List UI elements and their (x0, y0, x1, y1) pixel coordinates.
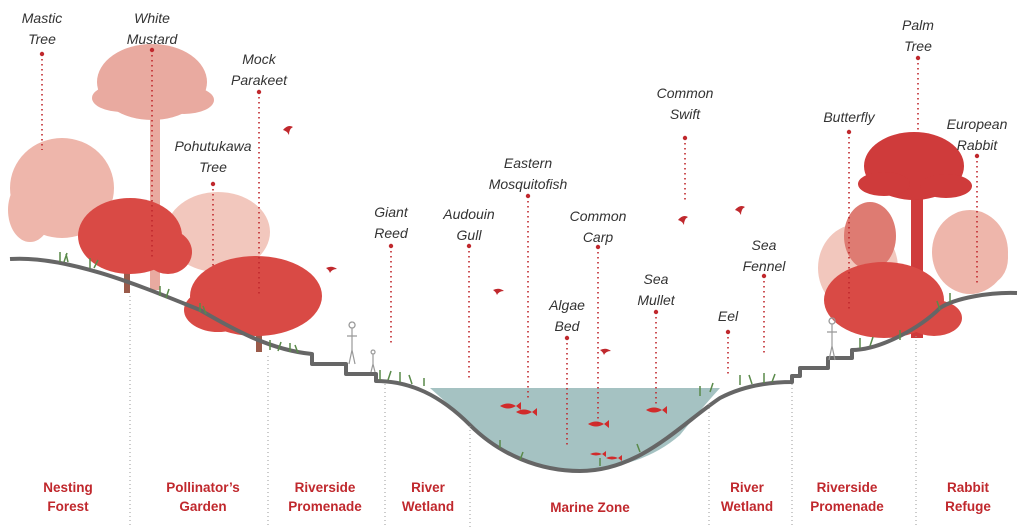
zone-label-riverside-promenade-right: Riverside Promenade (810, 480, 884, 514)
bird-icon (326, 266, 337, 273)
leader-dot (761, 273, 767, 279)
birds (283, 126, 745, 355)
fish-icon (588, 420, 609, 428)
species-label-common-swift: Common Swift (656, 85, 714, 122)
leader-dot (682, 135, 688, 141)
palm-fronds (858, 172, 910, 196)
bird-icon (600, 348, 611, 355)
grass-tuft (59, 252, 99, 269)
species-label-audouin-gull: Audouin Gull (443, 206, 495, 243)
fish-icon (646, 406, 667, 414)
species-label-palm-tree: Palm Tree (902, 17, 934, 54)
species-leader-dots (39, 47, 980, 341)
zone-label-nesting-forest: Nesting Forest (43, 480, 93, 514)
foliage-front (78, 198, 962, 352)
leader-dot (466, 243, 472, 249)
tree-canopy (8, 178, 52, 242)
bird-icon (493, 288, 504, 295)
fish-group (500, 402, 667, 461)
zone-label-rabbit-refuge: Rabbit Refuge (945, 480, 991, 514)
leader-dot (256, 89, 262, 95)
bird-icon (283, 126, 293, 135)
tree-trunk (124, 255, 130, 293)
tree-canopy (968, 232, 1008, 284)
bird-icon (678, 216, 688, 225)
grass-tuft (859, 293, 951, 348)
species-label-white-mustard: White Mustard (126, 10, 178, 47)
species-label-butterfly: Butterfly (823, 109, 875, 125)
fish-icon (606, 455, 622, 461)
palm-fronds (92, 84, 152, 112)
fish-icon (516, 408, 537, 416)
zone-label-riverside-promenade-left: Riverside Promenade (288, 480, 362, 514)
grass-tuft (159, 286, 207, 315)
tree-canopy (906, 300, 962, 336)
zone-label-pollinators-garden: Pollinator’s Garden (166, 480, 240, 514)
people-figures (347, 317, 837, 373)
species-label-giant-reed: Giant Reed (374, 204, 408, 241)
species-label-algae-bed: Algae Bed (549, 297, 585, 334)
species-label-mock-parakeet: Mock Parakeet (230, 51, 288, 88)
grass-tuft (269, 340, 299, 354)
leader-dot (149, 47, 155, 53)
zone-label-river-wetland-right: River Wetland (720, 480, 774, 514)
species-label-common-carp: Common Carp (569, 208, 627, 245)
species-label-european-rabbit: European Rabbit (946, 116, 1008, 153)
palm-fronds (154, 86, 214, 114)
ground-section-line (9, 256, 1018, 473)
species-label-sea-mullet: Sea Mullet (637, 271, 675, 308)
species-leaders (41, 50, 978, 448)
person-figure (370, 349, 376, 373)
palm-tree-left (92, 44, 214, 290)
species-label-eastern-mosquitofish: Eastern Mosquitofish (488, 155, 568, 192)
grass (59, 252, 951, 466)
leader-dot (915, 55, 921, 61)
species-label-eel: Eel (717, 308, 739, 324)
zone-label-river-wetland-left: River Wetland (401, 480, 455, 514)
leader-dot (595, 244, 601, 250)
fish-icon (500, 402, 521, 410)
leader-dot (210, 181, 216, 187)
bird-icon (735, 206, 745, 215)
person-figure (347, 321, 357, 365)
leader-dot (564, 335, 570, 341)
person-figure (827, 317, 837, 361)
grass-tuft (499, 440, 641, 466)
grass-tuft (699, 373, 776, 396)
leader-dot (653, 309, 659, 315)
grass-tuft (379, 370, 425, 386)
fish-icon (590, 451, 606, 457)
leader-dot (525, 193, 531, 199)
species-label-pohutukawa-tree: Pohutukawa Tree (174, 138, 252, 175)
foliage-mid (844, 202, 896, 270)
zone-label-marine-zone: Marine Zone (550, 500, 630, 515)
tree-canopy (144, 230, 192, 274)
leader-dot (39, 51, 45, 57)
leader-dot (846, 129, 852, 135)
species-label-sea-fennel: Sea Fennel (742, 237, 786, 274)
palm-trunk (150, 100, 160, 290)
species-label-mastic-tree: Mastic Tree (21, 10, 63, 47)
zone-leaders (129, 296, 917, 528)
leader-dot (388, 243, 394, 249)
tree-canopy (184, 288, 252, 332)
tree-canopy (844, 202, 896, 270)
leader-dot (974, 153, 980, 159)
palm-fronds (920, 174, 972, 198)
leader-dot (725, 329, 731, 335)
